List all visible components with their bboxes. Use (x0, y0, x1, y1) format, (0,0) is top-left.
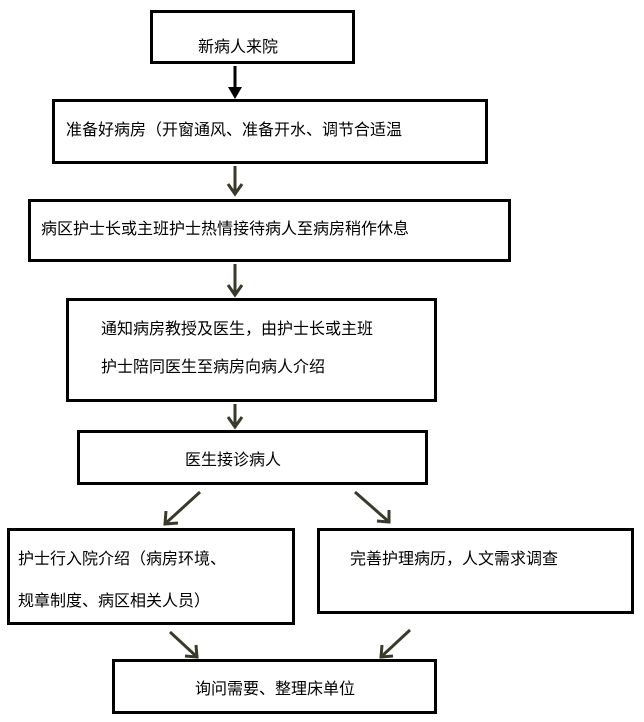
arrow-branch-right (354, 490, 391, 524)
step-notify-doctor-text-line1: 通知病房教授及医生，由护士长或主班 (101, 319, 374, 338)
step-new-patient: 新病人来院 (150, 10, 355, 64)
step-nurse-intro-text-line2: 规章制度、病区相关人员） (18, 591, 211, 610)
step-needs-bed-text: 询问需要、整理床单位 (195, 679, 356, 698)
step-nurse-intro-text-line1: 护士行入院介绍（病房环境、 (18, 549, 227, 568)
step-records: 完善护理病历，人文需求调查 (317, 528, 634, 614)
step-reception: 病区护士长或主班护士热情接待病人至病房稍作休息 (28, 199, 511, 262)
step-notify-doctor-text-line2: 护士陪同医生至病房向病人介绍 (101, 357, 326, 376)
arrow-down-1 (228, 66, 242, 99)
arrow-down-4 (226, 404, 244, 430)
arrow-branch-left (163, 490, 202, 526)
step-doctor-visit-text: 医生接诊病人 (185, 450, 282, 469)
step-records-text: 完善护理病历，人文需求调查 (350, 549, 559, 568)
step-prepare-room: 准备好病房（开窗通风、准备开水、调节合适温 (52, 99, 488, 164)
step-nurse-intro: 护士行入院介绍（病房环境、 规章制度、病区相关人员） (7, 528, 295, 625)
step-reception-text: 病区护士长或主班护士热情接待病人至病房稍作休息 (41, 219, 410, 238)
step-new-patient-text: 新病人来院 (198, 37, 279, 56)
arrow-down-2 (226, 166, 244, 197)
arrow-merge-left (168, 630, 199, 659)
step-notify-doctor: 通知病房教授及医生，由护士长或主班 护士陪同医生至病房向病人介绍 (66, 298, 437, 402)
step-doctor-visit: 医生接诊病人 (77, 430, 428, 485)
arrow-merge-right (379, 628, 412, 659)
step-prepare-room-text: 准备好病房（开窗通风、准备开水、调节合适温 (66, 120, 403, 139)
step-needs-bed: 询问需要、整理床单位 (112, 659, 437, 714)
arrow-down-3 (226, 264, 244, 298)
